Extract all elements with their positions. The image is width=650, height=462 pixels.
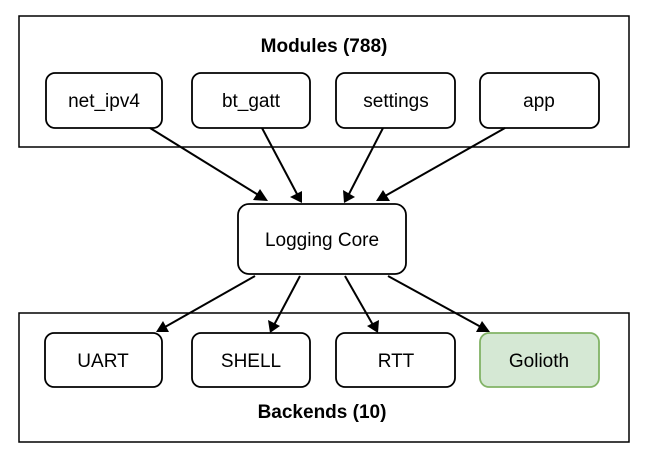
logging-core-node: Logging Core	[237, 203, 407, 275]
edge-bt-gatt-to-core	[261, 127, 298, 195]
edge-core-to-rtt	[344, 275, 374, 326]
module-label-app: app	[523, 91, 555, 112]
module-label-settings: settings	[363, 91, 428, 112]
module-node-bt-gatt: bt_gatt	[191, 72, 311, 129]
backend-node-shell: SHELL	[191, 332, 311, 388]
edge-settings-to-core	[348, 127, 384, 195]
backends-group-title: Backends (10)	[258, 402, 387, 423]
module-node-app: app	[479, 72, 600, 129]
arrowhead-settings-to-core	[343, 190, 355, 203]
arrowhead-core-to-uart	[156, 321, 169, 332]
backend-box-rtt	[335, 332, 456, 388]
arrowhead-core-to-golioth	[476, 321, 490, 332]
edge-app-to-core	[384, 127, 506, 197]
edge-core-to-golioth	[387, 275, 482, 328]
backend-box-golioth	[479, 332, 600, 388]
backend-label-shell: SHELL	[221, 351, 281, 372]
module-box-app	[479, 72, 600, 129]
modules-group-title: Modules (788)	[261, 36, 388, 57]
module-box-bt-gatt	[191, 72, 311, 129]
module-box-net-ipv4	[45, 72, 163, 129]
arrowhead-net-ipv4-to-core	[253, 189, 268, 201]
backend-label-golioth: Golioth	[509, 351, 569, 372]
logging-core-label: Logging Core	[265, 230, 379, 251]
core-to-backend-edges	[156, 275, 490, 333]
backends-group: Backends (10) UART SHELL RTT Golioth	[18, 312, 630, 443]
module-box-settings	[335, 72, 456, 129]
module-to-core-edges	[149, 127, 506, 203]
backend-node-rtt: RTT	[335, 332, 456, 388]
arrowhead-bt-gatt-to-core	[290, 191, 302, 203]
backend-label-uart: UART	[77, 351, 129, 372]
backend-label-rtt: RTT	[378, 351, 415, 372]
backend-node-golioth: Golioth	[479, 332, 600, 388]
arrowhead-core-to-rtt	[367, 320, 379, 333]
edge-core-to-uart	[164, 275, 256, 328]
backend-box-uart	[44, 332, 163, 388]
logging-core-box	[237, 203, 407, 275]
module-label-net-ipv4: net_ipv4	[68, 91, 140, 112]
arrowhead-app-to-core	[376, 190, 390, 201]
module-node-net-ipv4: net_ipv4	[45, 72, 163, 129]
arrowhead-core-to-shell	[268, 320, 280, 333]
backend-node-uart: UART	[44, 332, 163, 388]
modules-group: Modules (788) net_ipv4 bt_gatt settings …	[18, 15, 630, 148]
edge-net-ipv4-to-core	[149, 127, 261, 197]
edge-core-to-shell	[273, 275, 301, 326]
backend-box-shell	[191, 332, 311, 388]
module-label-bt-gatt: bt_gatt	[222, 91, 281, 112]
module-node-settings: settings	[335, 72, 456, 129]
